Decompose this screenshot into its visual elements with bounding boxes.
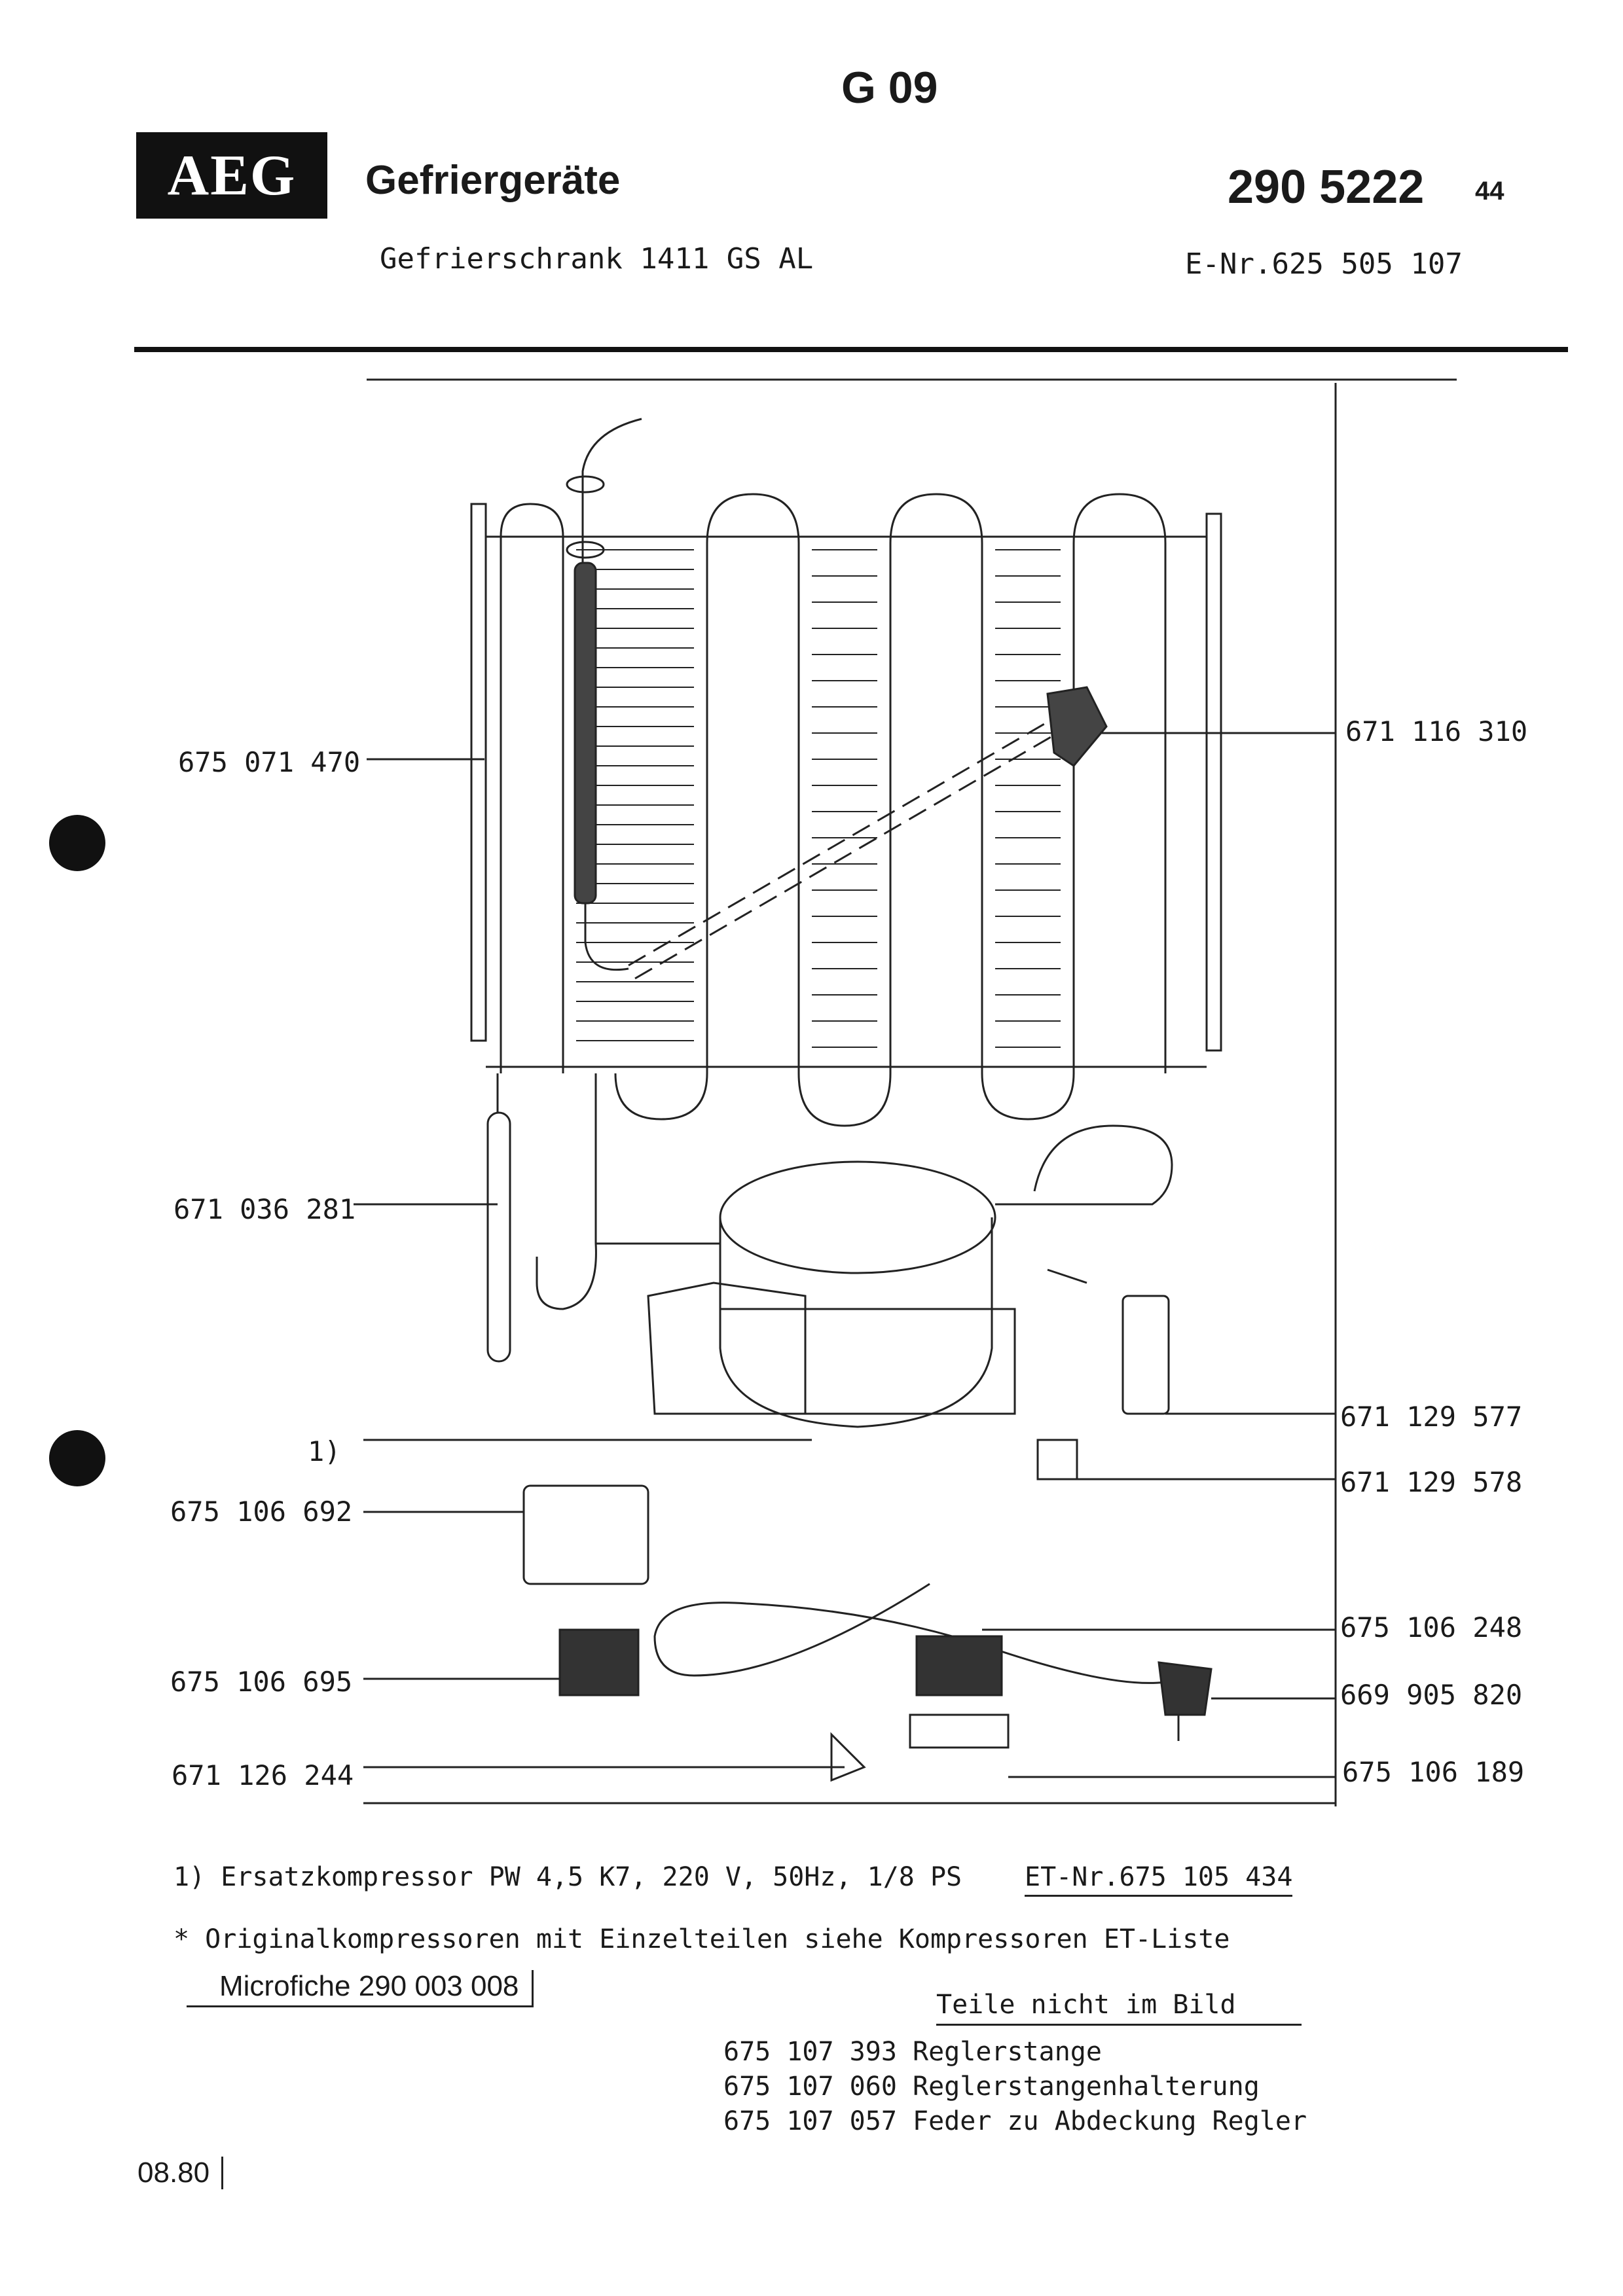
- not-shown-heading: Teile nicht im Bild: [936, 1990, 1302, 2026]
- e-number: E-Nr.625 505 107: [1185, 247, 1463, 281]
- not-shown-item: 675 107 057 Feder zu Abdeckung Regler: [723, 2106, 1307, 2136]
- part-label-cable-clip: 671 126 244: [172, 1759, 354, 1791]
- part-label-relay: 675 106 692: [170, 1496, 353, 1528]
- issue-date: 08.80: [137, 2157, 224, 2189]
- punch-hole-top: [49, 815, 105, 871]
- microfiche-number: Microfiche 290 003 008: [187, 1970, 534, 2007]
- not-shown-item: 675 107 060 Reglerstangenhalterung: [723, 2072, 1260, 2102]
- part-label-thermostat-clip: 671 116 310: [1345, 715, 1528, 747]
- sheet-code: G 09: [841, 63, 938, 113]
- et-number: ET-Nr.675 105 434: [1025, 1862, 1293, 1897]
- aeg-logo: AEG: [136, 132, 327, 219]
- footnote-compressor: 1) Ersatzkompressor PW 4,5 K7, 220 V, 50…: [173, 1862, 962, 1892]
- part-label-compressor: 1): [308, 1435, 341, 1467]
- part-label-clip: 671 129 578: [1340, 1466, 1523, 1498]
- header-rule: [134, 347, 1568, 352]
- original-compressors-note: * Originalkompressoren mit Einzelteilen …: [173, 1924, 1230, 1954]
- model-name: Gefrierschrank 1411 GS AL: [380, 242, 814, 276]
- part-label-terminal: 675 106 189: [1342, 1756, 1525, 1788]
- part-label-evaporator: 675 071 470: [178, 746, 361, 778]
- document-number-suffix: 44: [1475, 177, 1504, 206]
- part-label-switch: 675 106 248: [1340, 1611, 1523, 1643]
- category-title: Gefriergeräte: [365, 158, 621, 203]
- document-number: 290 5222: [1228, 161, 1425, 213]
- part-label-overload-cover: 671 129 577: [1340, 1401, 1523, 1433]
- punch-hole-bottom: [49, 1430, 105, 1486]
- part-label-filter-drier: 671 036 281: [173, 1193, 356, 1225]
- not-shown-item: 675 107 393 Reglerstange: [723, 2037, 1102, 2067]
- part-label-power-cord: 669 905 820: [1340, 1679, 1523, 1711]
- part-label-thermostat: 675 106 695: [170, 1666, 353, 1698]
